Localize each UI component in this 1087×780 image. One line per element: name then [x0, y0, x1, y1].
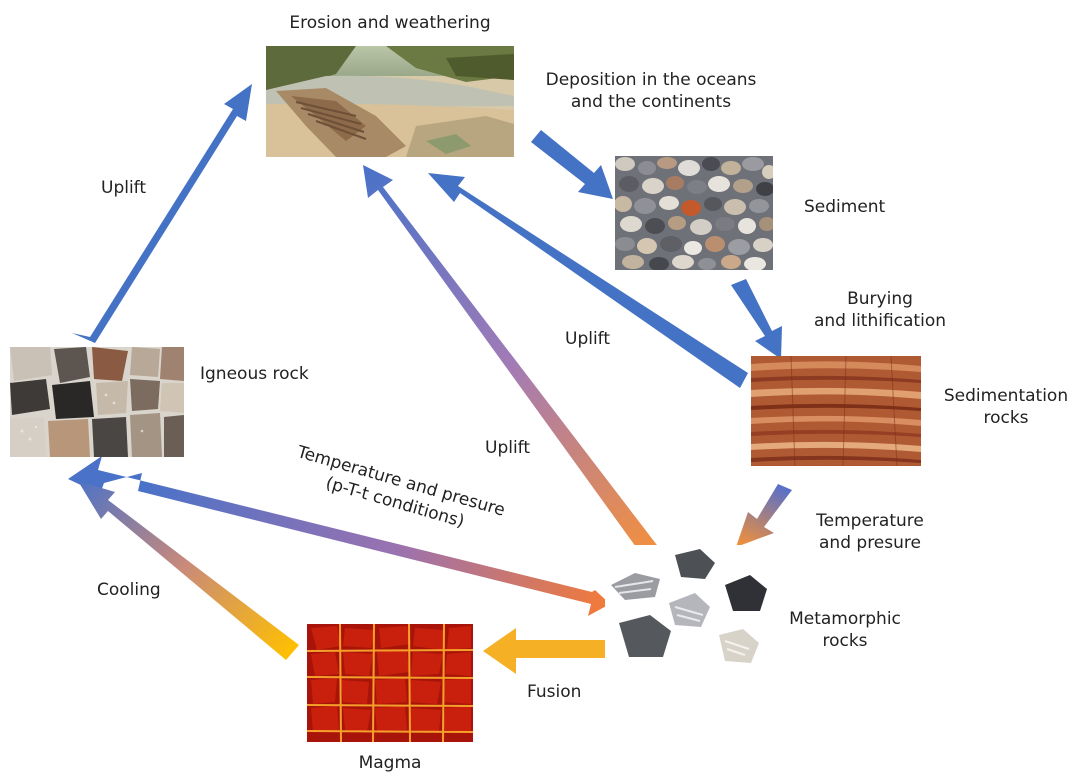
magma-photo [307, 624, 473, 742]
burying-label: Burying and lithification [795, 288, 965, 332]
metamorphic-rocks-label-line2: rocks [770, 630, 920, 652]
uplift-middle-label: Uplift [485, 437, 530, 459]
sediment-label: Sediment [804, 196, 885, 218]
erosion-weathering-label: Erosion and weathering [260, 12, 520, 34]
fusion-label: Fusion [527, 681, 581, 703]
arrow-uplift-igneous-erosion [72, 84, 252, 343]
arrow-fusion [483, 628, 606, 674]
igneous-rock-photo [10, 347, 184, 457]
sediment-photo [615, 156, 773, 270]
burying-label-line1: Burying [795, 288, 965, 310]
arrow-deposition [531, 130, 613, 199]
metamorphic-rocks-label-line1: Metamorphic [770, 608, 920, 630]
magma-label: Magma [340, 752, 440, 774]
arrow-cooling [78, 481, 299, 660]
uplift-left-label: Uplift [101, 177, 146, 199]
deposition-label-line2: and the continents [526, 91, 776, 113]
igneous-rock-label: Igneous rock [200, 363, 309, 385]
arrow-burying [731, 279, 782, 359]
sedimentary-rocks-label-line1: Sedimentation [936, 385, 1076, 407]
sedimentary-rocks-label: Sedimentation rocks [936, 385, 1076, 429]
metamorphic-rocks-photo [605, 545, 775, 675]
temperature-pressure-right-line2: and presure [790, 532, 950, 554]
sedimentary-rocks-photo [751, 356, 921, 466]
burying-label-line2: and lithification [795, 310, 965, 332]
temperature-pressure-right-label: Temperature and presure [790, 510, 950, 554]
temperature-pressure-right-line1: Temperature [790, 510, 950, 532]
arrow-temperature-pressure-right [736, 484, 792, 547]
uplift-right-label: Uplift [565, 328, 610, 350]
cooling-label: Cooling [97, 579, 161, 601]
erosion-weathering-photo [266, 46, 514, 157]
deposition-label-line1: Deposition in the oceans [526, 69, 776, 91]
metamorphic-rocks-label: Metamorphic rocks [770, 608, 920, 652]
sedimentary-rocks-label-line2: rocks [936, 407, 1076, 429]
deposition-label: Deposition in the oceans and the contine… [526, 69, 776, 113]
